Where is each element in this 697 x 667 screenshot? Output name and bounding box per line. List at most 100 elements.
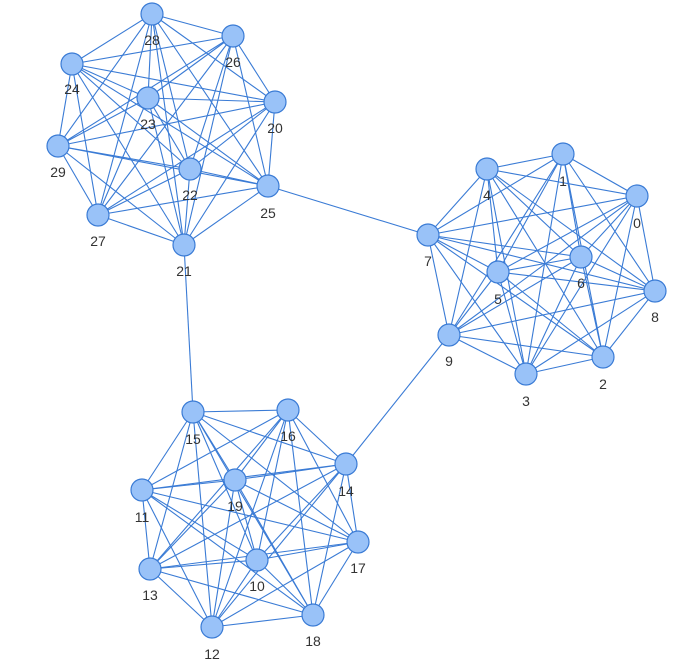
edge-1-8 bbox=[562, 153, 656, 292]
edge-5-7 bbox=[427, 234, 499, 273]
node-21[interactable]: 21 bbox=[172, 233, 196, 279]
node-circle[interactable] bbox=[256, 174, 280, 198]
node-19[interactable]: 19 bbox=[223, 468, 247, 514]
node-2[interactable]: 2 bbox=[591, 345, 615, 392]
edge-3-5 bbox=[497, 271, 527, 375]
edge-12-18 bbox=[211, 614, 314, 628]
node-circle[interactable] bbox=[334, 452, 358, 476]
node-20[interactable]: 20 bbox=[263, 90, 287, 136]
node-7[interactable]: 7 bbox=[416, 223, 440, 269]
edge-14-16 bbox=[287, 409, 347, 465]
node-circle[interactable] bbox=[263, 90, 287, 114]
node-4[interactable]: 4 bbox=[475, 157, 499, 203]
edge-25-27 bbox=[97, 185, 269, 216]
edge-14-18 bbox=[312, 463, 347, 616]
node-circle[interactable] bbox=[346, 530, 370, 554]
node-circle[interactable] bbox=[60, 52, 84, 76]
node-circle[interactable] bbox=[514, 362, 538, 386]
edge-21-25 bbox=[183, 185, 269, 246]
node-23[interactable]: 23 bbox=[136, 86, 160, 132]
edge-layer bbox=[57, 13, 656, 628]
edge-16-17 bbox=[287, 409, 359, 543]
node-circle[interactable] bbox=[416, 223, 440, 247]
node-circle[interactable] bbox=[181, 400, 205, 424]
node-17[interactable]: 17 bbox=[346, 530, 370, 576]
edge-20-26 bbox=[232, 35, 276, 103]
node-10[interactable]: 10 bbox=[245, 548, 269, 594]
node-label: 24 bbox=[64, 81, 80, 97]
edge-10-11 bbox=[141, 489, 258, 561]
node-1[interactable]: 1 bbox=[551, 142, 575, 189]
node-circle[interactable] bbox=[136, 86, 160, 110]
node-label: 15 bbox=[185, 431, 201, 447]
node-9[interactable]: 9 bbox=[437, 323, 461, 369]
node-circle[interactable] bbox=[223, 468, 247, 492]
node-11[interactable]: 11 bbox=[130, 478, 154, 525]
node-circle[interactable] bbox=[643, 279, 667, 303]
node-13[interactable]: 13 bbox=[138, 557, 162, 603]
node-18[interactable]: 18 bbox=[301, 603, 325, 649]
edge-7-8 bbox=[427, 234, 656, 292]
edge-10-19 bbox=[234, 479, 258, 561]
node-circle[interactable] bbox=[625, 184, 649, 208]
node-circle[interactable] bbox=[245, 548, 269, 572]
edge-27-28 bbox=[97, 13, 153, 216]
edge-21-24 bbox=[71, 63, 185, 246]
edge-1-9 bbox=[448, 153, 564, 336]
node-circle[interactable] bbox=[46, 134, 70, 158]
edge-0-3 bbox=[525, 195, 638, 375]
edge-20-25 bbox=[267, 101, 276, 187]
edge-11-15 bbox=[141, 411, 194, 491]
edge-27-29 bbox=[57, 145, 99, 216]
edge-12-16 bbox=[211, 409, 289, 628]
node-circle[interactable] bbox=[172, 233, 196, 257]
node-label: 16 bbox=[280, 428, 296, 444]
node-12[interactable]: 12 bbox=[200, 615, 224, 662]
node-28[interactable]: 28 bbox=[140, 2, 164, 48]
node-26[interactable]: 26 bbox=[221, 24, 245, 70]
node-8[interactable]: 8 bbox=[643, 279, 667, 325]
node-27[interactable]: 27 bbox=[86, 203, 110, 249]
node-0[interactable]: 0 bbox=[625, 184, 649, 231]
edge-20-28 bbox=[151, 13, 276, 103]
node-16[interactable]: 16 bbox=[276, 398, 300, 444]
edge-22-23 bbox=[147, 97, 191, 170]
node-circle[interactable] bbox=[276, 398, 300, 422]
edge-16-19 bbox=[234, 409, 289, 481]
node-circle[interactable] bbox=[178, 157, 202, 181]
edge-23-28 bbox=[147, 13, 153, 99]
node-circle[interactable] bbox=[486, 260, 510, 284]
node-circle[interactable] bbox=[591, 345, 615, 369]
node-6[interactable]: 6 bbox=[569, 245, 593, 291]
node-circle[interactable] bbox=[301, 603, 325, 627]
edge-13-19 bbox=[149, 479, 236, 570]
edge-4-8 bbox=[486, 168, 656, 292]
node-15[interactable]: 15 bbox=[181, 400, 205, 447]
node-24[interactable]: 24 bbox=[60, 52, 84, 97]
node-circle[interactable] bbox=[569, 245, 593, 269]
edge-1-4 bbox=[486, 153, 564, 170]
node-circle[interactable] bbox=[138, 557, 162, 581]
node-29[interactable]: 29 bbox=[46, 134, 70, 180]
edge-1-7 bbox=[427, 153, 564, 236]
node-circle[interactable] bbox=[221, 24, 245, 48]
node-5[interactable]: 5 bbox=[486, 260, 510, 307]
node-circle[interactable] bbox=[551, 142, 575, 166]
node-3[interactable]: 3 bbox=[514, 362, 538, 409]
edge-10-13 bbox=[149, 559, 258, 570]
node-14[interactable]: 14 bbox=[334, 452, 358, 499]
node-circle[interactable] bbox=[437, 323, 461, 347]
node-circle[interactable] bbox=[475, 157, 499, 181]
node-circle[interactable] bbox=[130, 478, 154, 502]
node-circle[interactable] bbox=[140, 2, 164, 26]
node-25[interactable]: 25 bbox=[256, 174, 280, 221]
node-label: 7 bbox=[424, 253, 432, 269]
edge-2-8 bbox=[602, 290, 656, 358]
node-circle[interactable] bbox=[86, 203, 110, 227]
node-22[interactable]: 22 bbox=[178, 157, 202, 203]
node-circle[interactable] bbox=[200, 615, 224, 639]
edge-21-22 bbox=[183, 168, 191, 246]
edge-17-18 bbox=[312, 541, 359, 616]
edge-23-29 bbox=[57, 97, 149, 147]
